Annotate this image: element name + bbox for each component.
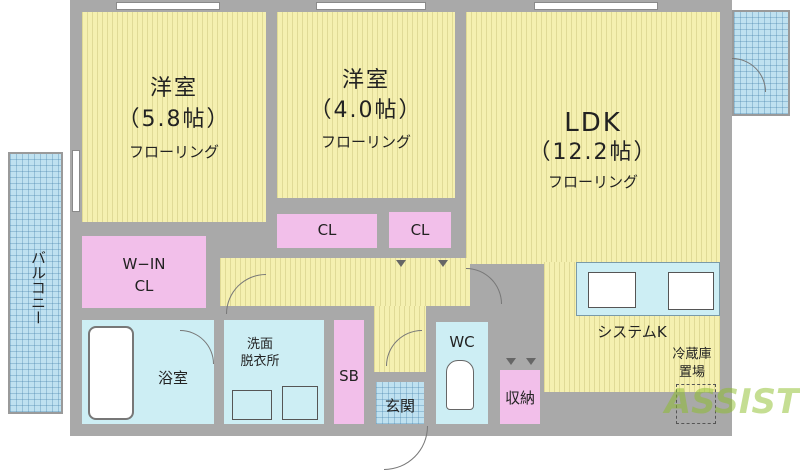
storage-label: 収納 xyxy=(504,389,535,407)
western-room-small-size: （4.0帖） xyxy=(309,98,423,123)
stove-icon xyxy=(668,272,714,310)
window xyxy=(72,150,80,212)
ldk xyxy=(466,12,720,264)
watermark: ASSIST xyxy=(664,382,800,422)
washroom-line1: 洗面 xyxy=(246,337,273,352)
fridge-space xyxy=(676,384,716,424)
entrance-door-swing xyxy=(384,426,428,470)
western-room-small-floor: フローリング xyxy=(320,133,411,151)
ldk-name: LDK xyxy=(564,108,622,138)
closet-1 xyxy=(277,214,377,248)
western-room-large-size: （5.8帖） xyxy=(117,107,231,132)
system-kitchen-label: システムK xyxy=(597,323,667,341)
entrance xyxy=(376,382,424,424)
window xyxy=(534,2,658,10)
closet-door-marker xyxy=(396,260,406,267)
western-room-small-name: 洋室 xyxy=(341,68,390,93)
sink-icon xyxy=(588,272,636,308)
washroom-line2: 脱衣所 xyxy=(240,354,280,369)
ldk-size: （12.2帖） xyxy=(528,140,658,165)
bathtub xyxy=(88,326,134,420)
window xyxy=(116,2,220,10)
walk-in-closet xyxy=(82,236,206,308)
walk-in-closet-line2: CL xyxy=(134,277,154,295)
walk-in-closet-line1: W−IN xyxy=(122,255,166,273)
closet-1-label: CL xyxy=(317,221,337,239)
storage xyxy=(500,370,540,424)
wc-label: WC xyxy=(449,333,475,351)
shoebox xyxy=(334,320,364,424)
entrance-label: 玄関 xyxy=(384,397,415,415)
western-room-small xyxy=(277,12,455,198)
fridge-line2: 置場 xyxy=(678,365,705,380)
western-room-large xyxy=(82,12,266,222)
washroom xyxy=(224,320,324,424)
storage-door-marker xyxy=(526,358,536,365)
storage-door-marker xyxy=(506,358,516,365)
washbasin-icon xyxy=(232,390,272,420)
balcony-label: バルコニー xyxy=(29,250,47,325)
closet-door-marker xyxy=(438,260,448,267)
fridge-line1: 冷蔵庫 xyxy=(672,347,712,362)
washing-machine-icon xyxy=(282,386,318,420)
closet-2 xyxy=(389,212,451,248)
western-room-large-name: 洋室 xyxy=(149,76,198,101)
bathroom-label: 浴室 xyxy=(157,369,188,387)
western-room-large-floor: フローリング xyxy=(128,143,219,161)
toilet-icon xyxy=(446,360,474,410)
balcony xyxy=(8,152,63,414)
shoebox-label: SB xyxy=(339,367,359,385)
window xyxy=(316,2,426,10)
closet-2-label: CL xyxy=(410,221,430,239)
ldk-floor: フローリング xyxy=(547,173,638,191)
